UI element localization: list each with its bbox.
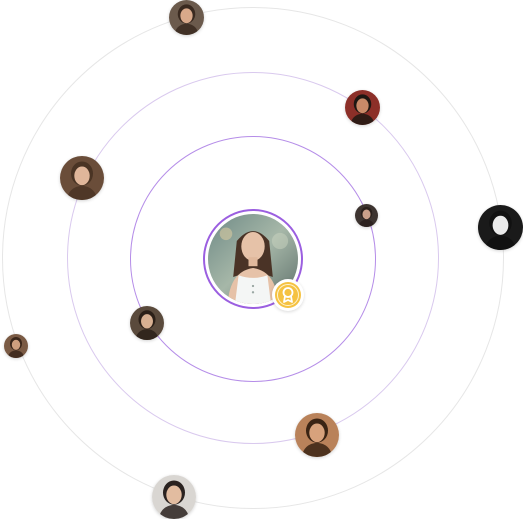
- person-avatar-icon: [295, 413, 339, 457]
- person-avatar-icon: [478, 205, 523, 250]
- person-avatar-icon: [152, 475, 196, 519]
- person-avatar-icon: [60, 156, 104, 200]
- outer-orbit-ring: [2, 7, 504, 509]
- person-avatar-icon: [169, 0, 204, 35]
- ribbon-award-icon: [275, 282, 301, 308]
- avatar-glasses-man[interactable]: [60, 156, 104, 200]
- middle-orbit-ring: [67, 72, 439, 444]
- person-avatar-icon: [130, 306, 164, 340]
- avatar-top[interactable]: [169, 0, 204, 35]
- person-avatar-icon: [4, 334, 28, 358]
- inner-orbit-ring: [130, 136, 376, 382]
- avatar-bearded-man[interactable]: [345, 90, 380, 125]
- avatar-bottom[interactable]: [152, 475, 196, 519]
- avatar-left-woman[interactable]: [130, 306, 164, 340]
- avatar-far-left[interactable]: [4, 334, 28, 358]
- avatar-bottom-right[interactable]: [295, 413, 339, 457]
- avatar-small-right[interactable]: [355, 204, 378, 227]
- avatar-painted-face[interactable]: [478, 205, 523, 250]
- person-avatar-icon: [345, 90, 380, 125]
- person-avatar-icon: [355, 204, 378, 227]
- award-badge: [272, 279, 304, 311]
